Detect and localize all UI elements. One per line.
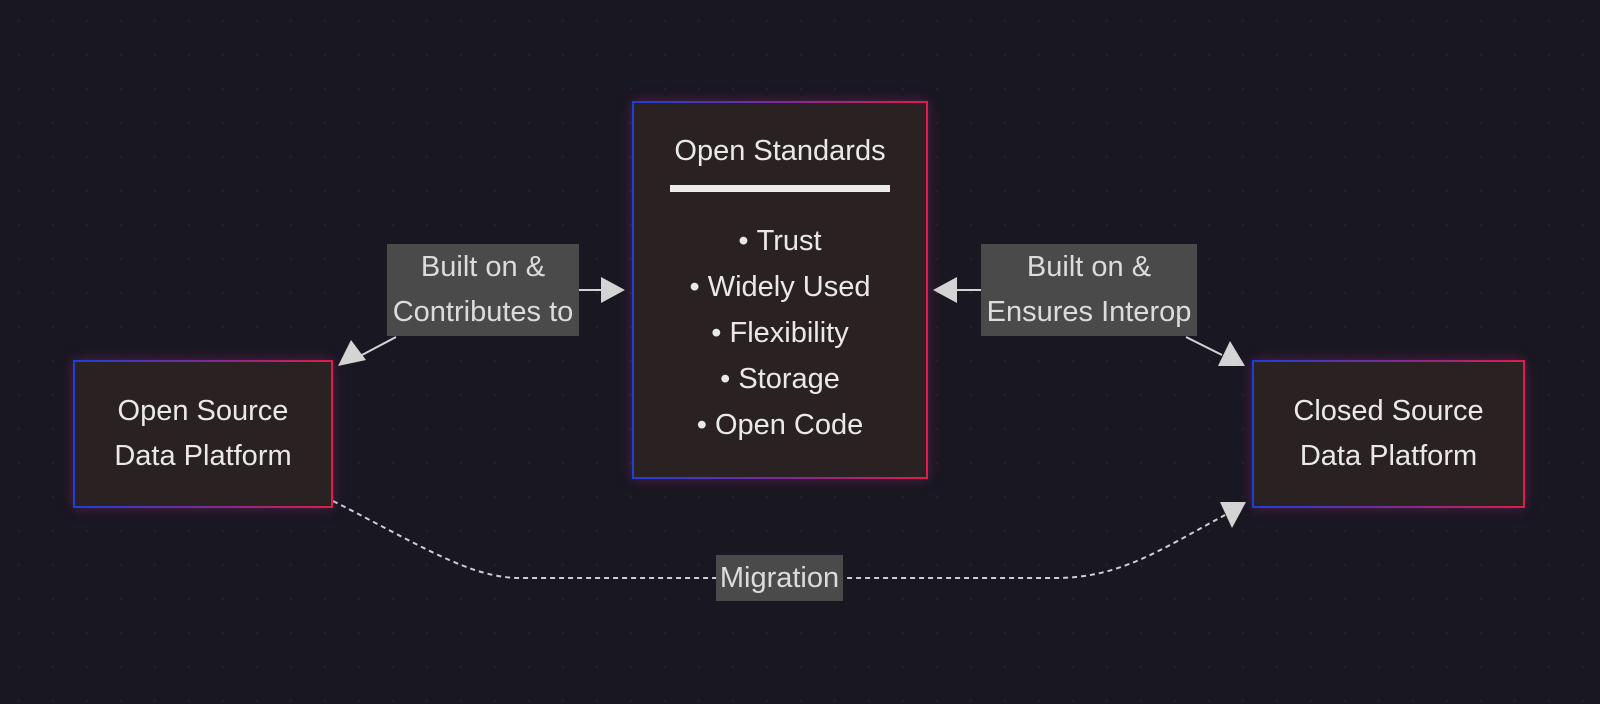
edge-right-arrowhead-closed-source [1218, 341, 1245, 366]
list-item-storage: Storage [690, 356, 871, 402]
edge-label-left-line-1: Built on & [420, 251, 546, 283]
list-item-flexibility: Flexibility [690, 310, 871, 356]
node-closed-source-line-2: Data Platform [1299, 440, 1478, 472]
edge-label-left-line-2: Contributes to [392, 296, 574, 328]
node-open-standards-divider [670, 185, 890, 192]
node-open-standards-title: Open Standards [674, 135, 886, 167]
node-open-standards-list: Trust Widely Used Flexibility Storage Op… [690, 218, 871, 448]
edge-right-arrowhead-standards [933, 277, 957, 303]
list-item-widely-used: Widely Used [690, 264, 871, 310]
node-closed-source-line-1: Closed Source [1293, 395, 1484, 427]
list-item-trust: Trust [690, 218, 871, 264]
edge-right-line-b [1185, 336, 1223, 356]
edge-left-arrowhead-standards [601, 277, 625, 303]
node-open-source-line-1: Open Source [117, 395, 289, 427]
edge-left-arrowhead-open-source [338, 340, 366, 366]
edge-label-right-line-1: Built on & [1026, 251, 1152, 283]
edge-migration-path [332, 500, 1226, 579]
edge-label-right: Built on & Ensures Interop [981, 244, 1197, 336]
node-closed-source-platform[interactable]: Closed Source Data Platform [1252, 360, 1525, 508]
edge-label-migration: Migration [716, 555, 843, 601]
node-open-standards[interactable]: Open Standards Trust Widely Used Flexibi… [632, 101, 928, 479]
edge-label-left: Built on & Contributes to [387, 244, 579, 336]
edge-migration-arrowhead [1220, 502, 1246, 528]
edge-label-right-line-2: Ensures Interop [986, 296, 1192, 328]
list-item-open-code: Open Code [690, 402, 871, 448]
node-open-source-platform[interactable]: Open Source Data Platform [73, 360, 333, 508]
node-open-source-line-2: Data Platform [114, 440, 292, 472]
edge-left-line-a [361, 336, 397, 356]
